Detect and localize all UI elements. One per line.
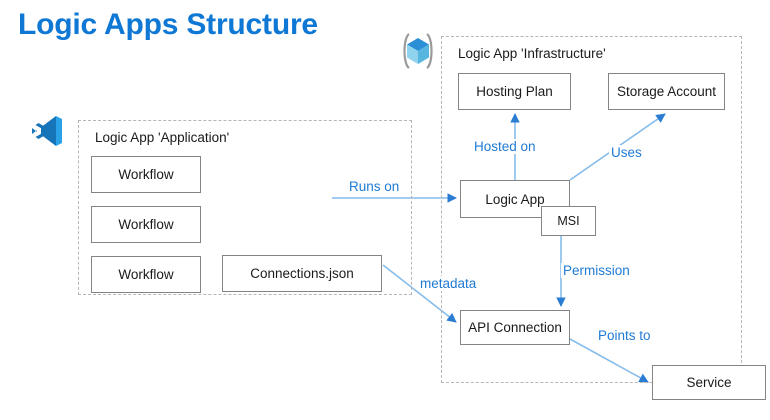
storage-account-box[interactable]: Storage Account [608, 73, 725, 110]
edge-label-permission: Permission [561, 263, 632, 278]
workflow-box-2-label: Workflow [118, 217, 174, 232]
workflow-box-1-label: Workflow [118, 167, 174, 182]
edge-label-hosted-on: Hosted on [472, 139, 538, 154]
infrastructure-group-label: Logic App 'Infrastructure' [458, 46, 606, 61]
workflow-box-2[interactable]: Workflow [91, 206, 201, 243]
edge-label-runs-on: Runs on [347, 179, 402, 194]
hosting-plan-box-label: Hosting Plan [476, 84, 553, 99]
api-connection-box[interactable]: API Connection [460, 310, 570, 345]
api-connection-box-label: API Connection [468, 320, 562, 335]
application-group-label: Logic App 'Application' [95, 130, 230, 145]
edge-label-points-to: Points to [596, 328, 653, 343]
vscode-icon [26, 110, 66, 150]
workflow-box-1[interactable]: Workflow [91, 156, 201, 193]
logic-app-box-label: Logic App [485, 191, 545, 207]
connections-json-box-label: Connections.json [250, 266, 354, 281]
storage-account-box-label: Storage Account [616, 84, 717, 99]
infrastructure-group[interactable] [441, 36, 742, 383]
msi-box-label: MSI [557, 214, 580, 228]
edge-label-metadata: metadata [418, 276, 479, 291]
connections-json-box[interactable]: Connections.json [222, 255, 382, 292]
msi-box[interactable]: MSI [541, 206, 596, 236]
service-box[interactable]: Service [652, 365, 766, 400]
hosting-plan-box[interactable]: Hosting Plan [458, 73, 571, 110]
service-box-label: Service [686, 375, 732, 390]
page-title: Logic Apps Structure [18, 8, 318, 41]
edge-label-uses: Uses [609, 145, 644, 160]
application-group[interactable] [78, 120, 412, 295]
azure-resource-icon [396, 29, 440, 73]
workflow-box-3-label: Workflow [118, 267, 174, 282]
workflow-box-3[interactable]: Workflow [91, 256, 201, 293]
